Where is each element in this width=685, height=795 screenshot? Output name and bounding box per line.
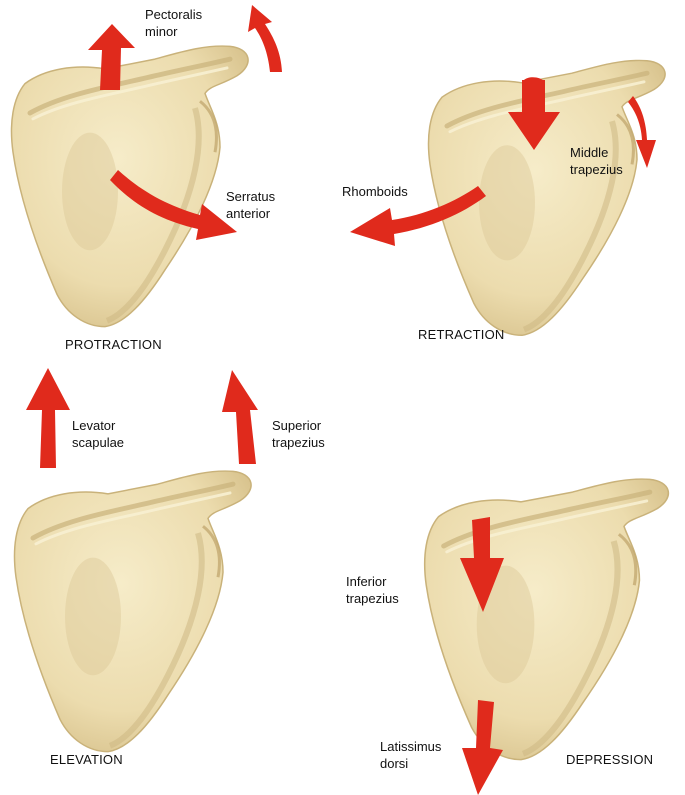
label-line: trapezius xyxy=(346,590,399,607)
caption-retraction: RETRACTION xyxy=(418,327,505,342)
label-line: dorsi xyxy=(380,755,441,772)
label-line: anterior xyxy=(226,205,275,222)
caption-elevation: ELEVATION xyxy=(50,752,123,767)
label-middle-trapezius: Middle trapezius xyxy=(570,144,623,178)
label-line: trapezius xyxy=(272,434,325,451)
label-inferior-trapezius: Inferior trapezius xyxy=(346,573,399,607)
label-rhomboids: Rhomboids xyxy=(342,183,408,200)
label-line: Levator xyxy=(72,417,124,434)
protraction-arrow-curved-top xyxy=(248,5,282,72)
label-line: Rhomboids xyxy=(342,183,408,200)
label-superior-trapezius: Superior trapezius xyxy=(272,417,325,451)
label-line: Superior xyxy=(272,417,325,434)
label-latissimus-dorsi: Latissimus dorsi xyxy=(380,738,441,772)
label-serratus-anterior: Serratus anterior xyxy=(226,188,275,222)
label-line: Middle xyxy=(570,144,623,161)
label-line: Serratus xyxy=(226,188,275,205)
elevation-scapula xyxy=(15,471,252,752)
elevation-arrow-superior-trapezius xyxy=(222,370,258,464)
label-levator-scapulae: Levator scapulae xyxy=(72,417,124,451)
label-line: minor xyxy=(145,23,202,40)
depression-scapula xyxy=(425,479,669,760)
label-line: trapezius xyxy=(570,161,623,178)
label-line: Latissimus xyxy=(380,738,441,755)
label-pectoralis-minor: Pectoralis minor xyxy=(145,6,202,40)
caption-depression: DEPRESSION xyxy=(566,752,653,767)
caption-protraction: PROTRACTION xyxy=(65,337,162,352)
label-line: Pectoralis xyxy=(145,6,202,23)
label-line: Inferior xyxy=(346,573,399,590)
elevation-arrow-levator xyxy=(26,368,70,468)
label-line: scapulae xyxy=(72,434,124,451)
